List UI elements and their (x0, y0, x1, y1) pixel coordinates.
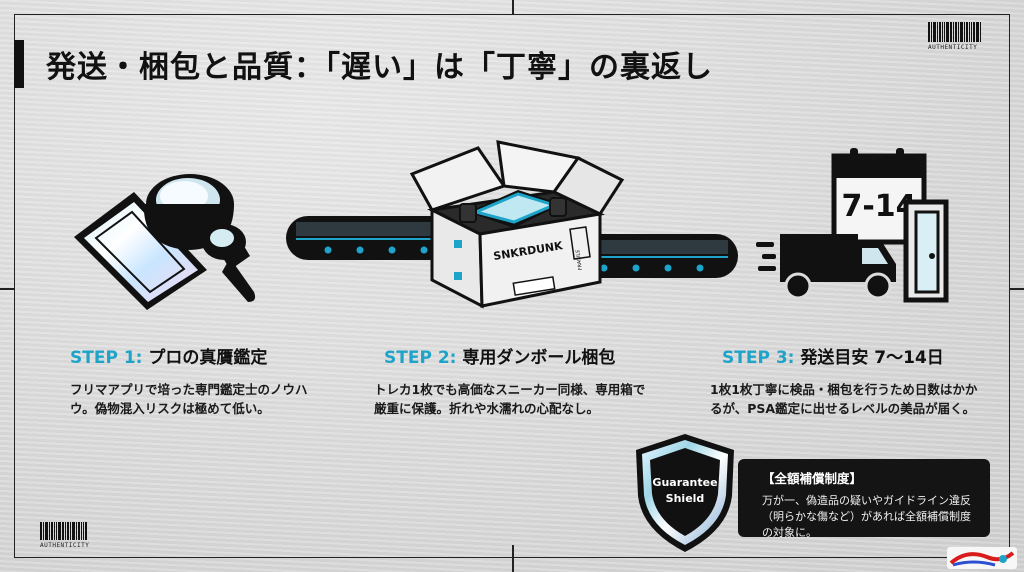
frame-tick-right (1010, 288, 1024, 290)
barcode-top-right: AUTHENTICITY (928, 22, 981, 51)
step-2: STEP 2: 専用ダンボール梱包 トレカ1枚でも高価なスニーカー同様、専用箱で… (374, 343, 652, 418)
step-2-label: 専用ダンボール梱包 (462, 348, 616, 368)
box-on-conveyor-icon: SNKRDUNK FRAGILE (286, 140, 738, 309)
title-accent-bar (14, 40, 24, 88)
step-1-number: STEP 1: (70, 348, 143, 368)
step-3-heading: STEP 3: 発送目安 7〜14日 (710, 343, 980, 368)
step-3-label: 発送目安 7〜14日 (800, 348, 944, 368)
shield-text-line1: Guarantee (652, 476, 717, 489)
frame-tick-left (0, 288, 14, 290)
shield-text-line2: Shield (666, 492, 705, 505)
step-2-number: STEP 2: (384, 348, 457, 368)
step-3: STEP 3: 発送目安 7〜14日 1枚1枚丁寧に検品・梱包を行うため日数はか… (710, 343, 980, 418)
page-title: 発送・梱包と品質：「遅い」は「丁寧」の裏返し (46, 50, 713, 85)
barcode-label: AUTHENTICITY (40, 542, 90, 549)
step-3-description: 1枚1枚丁寧に検品・梱包を行うため日数はかかるが、PSA鑑定に出せるレベルの美品… (710, 382, 978, 416)
step-1-label: プロの真贋鑑定 (148, 348, 268, 368)
step-1-heading: STEP 1: プロの真贋鑑定 (70, 343, 320, 368)
corner-logo (947, 547, 1017, 569)
guarantee-title: 【全額補償制度】 (762, 471, 863, 486)
step-2-heading: STEP 2: 専用ダンボール梱包 (374, 343, 652, 368)
guarantee-shield-icon: Guarantee Shield (636, 434, 734, 552)
step-2-description: トレカ1枚でも高価なスニーカー同様、専用箱で厳重に保護。折れや水濡れの心配なし。 (374, 382, 646, 416)
step-1-description: フリマアプリで培った専門鑑定士のノウハウ。偽物混入リスクは極めて低い。 (70, 382, 308, 416)
frame-tick-top (512, 0, 514, 14)
step-3-number: STEP 3: (722, 348, 795, 368)
box-side-label: FRAGILE (575, 249, 584, 270)
magnifier-on-card-icon (74, 174, 256, 310)
guarantee-text: 万が一、偽造品の疑いやガイドライン違反（明らかな傷など）があれば全額補償制度の対… (762, 494, 971, 539)
frame-tick-bottom (512, 545, 514, 572)
guarantee-panel: 【全額補償制度】 万が一、偽造品の疑いやガイドライン違反（明らかな傷など）があれ… (738, 459, 990, 539)
step-1: STEP 1: プロの真贋鑑定 フリマアプリで培った専門鑑定士のノウハウ。偽物混… (70, 343, 320, 418)
truck-calendar-icon: 7-14 (756, 148, 949, 303)
barcode-bottom-left: AUTHENTICITY (40, 522, 89, 549)
barcode-label: AUTHENTICITY (928, 44, 978, 51)
